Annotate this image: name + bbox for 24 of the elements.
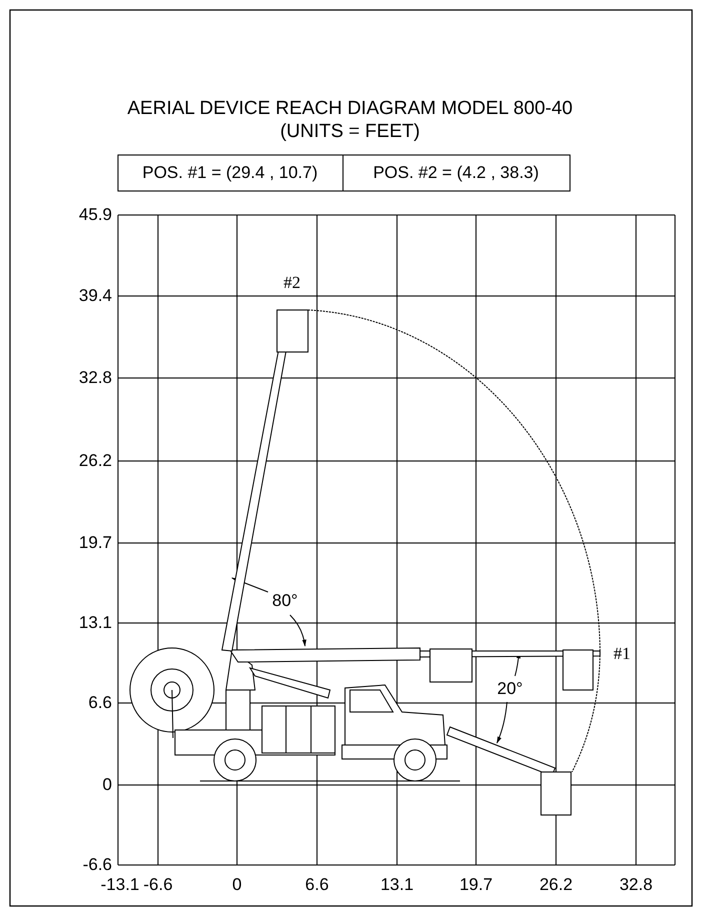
axis-tick-label: 0 (232, 875, 242, 895)
axis-tick-label: 13.1 (380, 875, 414, 895)
axis-tick-label: 32.8 (619, 875, 653, 895)
axis-tick-label: 45.9 (78, 205, 112, 225)
axis-tick-label: -13.1 (100, 875, 140, 895)
table-cell: POS. #1 = (29.4 , 10.7) (142, 163, 318, 183)
table-cell: POS. #2 = (4.2 , 38.3) (373, 163, 539, 183)
axis-tick-label: -6.6 (143, 875, 173, 895)
angle-label: 80° (272, 591, 298, 611)
axis-tick-label: 19.7 (78, 533, 112, 553)
axis-tick-label: 0 (102, 775, 112, 795)
axis-tick-label: 39.4 (78, 286, 112, 306)
axis-tick-label: 19.7 (459, 875, 493, 895)
axis-tick-label: 6.6 (305, 875, 329, 895)
angle-label: 20° (497, 679, 523, 699)
position-label: #1 (614, 644, 630, 664)
axis-tick-label: -6.6 (82, 855, 112, 875)
axis-tick-label: 32.8 (78, 368, 112, 388)
diagram-title: AERIAL DEVICE REACH DIAGRAM MODEL 800-40 (UNITS = FEET) (126, 97, 574, 143)
axis-tick-label: 26.2 (78, 451, 112, 471)
axis-tick-label: 13.1 (78, 613, 112, 633)
axis-tick-label: 26.2 (539, 875, 573, 895)
position-label: #2 (284, 273, 300, 293)
axis-tick-label: 6.6 (88, 693, 112, 713)
